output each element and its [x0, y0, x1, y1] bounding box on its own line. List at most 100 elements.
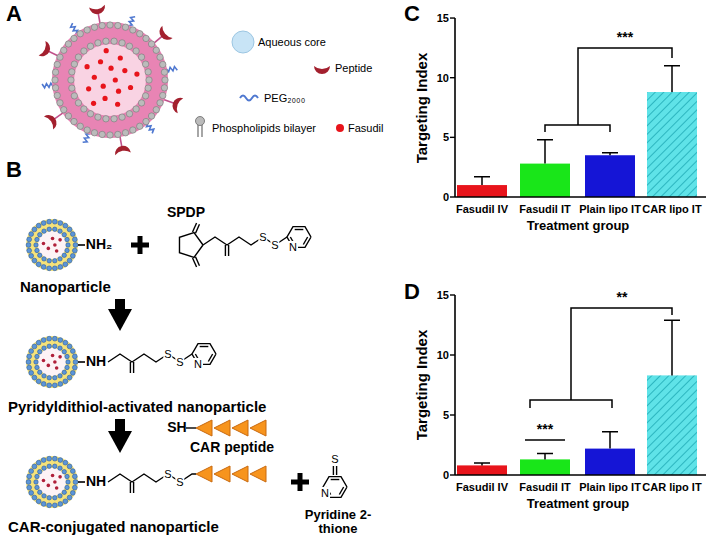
lipid-head: [133, 48, 139, 54]
lipid-head: [47, 344, 51, 348]
tick-mark: [450, 414, 455, 415]
error-bar: [537, 453, 553, 459]
legend-swatch: [336, 124, 344, 132]
lipid-head: [72, 248, 77, 253]
category-label: Fasudil IV: [456, 203, 508, 215]
drug-dot: [42, 242, 46, 246]
panel-letter: D: [404, 280, 420, 304]
lipid-head: [66, 480, 70, 484]
tick-mark: [450, 137, 455, 138]
lipid-head: [35, 485, 39, 489]
legend-label: PEG₂₀₀₀: [264, 92, 305, 104]
lipid-head: [62, 470, 66, 474]
tick-mark: [450, 196, 455, 197]
lipid-head: [66, 243, 70, 247]
legend-label: Peptide: [335, 62, 372, 74]
bond: [78, 481, 85, 483]
bar: [457, 185, 507, 197]
plus-sign: [131, 236, 149, 254]
drug-dot: [53, 243, 57, 247]
drug-dot: [98, 59, 103, 64]
bar-chart: [450, 295, 706, 475]
lipid-head: [47, 336, 52, 341]
significance-mark: **: [617, 290, 628, 305]
significance-bracket: [530, 400, 612, 408]
tick-mark: [450, 294, 455, 295]
lipid-head: [47, 376, 51, 380]
lipid-head: [138, 100, 144, 106]
lipid-head: [47, 259, 51, 263]
aqueous-core: [38, 468, 66, 496]
lipid-head: [35, 474, 39, 478]
lipid-head: [84, 127, 90, 133]
lipid-head: [47, 219, 52, 224]
stage-label: Pyridyldithiol-activated nanoparticle: [8, 398, 294, 416]
lipid-head: [153, 47, 159, 53]
peptide-symbol: [39, 41, 53, 59]
error-bar: [474, 463, 490, 465]
peptide-symbol: [156, 26, 172, 43]
lipid-head: [72, 237, 77, 242]
lipid-head: [35, 237, 39, 241]
lipid-head: [67, 227, 72, 232]
tick-label: 0: [443, 191, 449, 203]
axis-title: Treatment group: [527, 219, 630, 233]
aqueous-core: [38, 231, 66, 259]
lipid-head: [160, 61, 166, 67]
lipid-head: [99, 131, 105, 137]
axis-title: Treatment group: [527, 497, 630, 511]
peptide-triangle: [214, 420, 230, 436]
bond: [331, 479, 340, 480]
lipid-head: [63, 262, 68, 267]
lipid-head: [73, 360, 78, 365]
tick-label: 10: [437, 72, 449, 84]
stage-node: Pyridyldithiol-activated nanoparticle: [4, 334, 294, 416]
lipid-head: [133, 106, 139, 112]
peg-chain: [42, 83, 53, 88]
stage-node: Nanoparticle: [8, 216, 138, 296]
lipid-head: [63, 223, 68, 228]
lipid-head: [153, 107, 159, 113]
lipid-head: [142, 93, 148, 99]
bond: [179, 233, 203, 258]
peg-icon: [240, 96, 258, 101]
drug-dot: [84, 64, 89, 69]
atom-label: N: [320, 487, 330, 499]
lipid-head: [42, 494, 46, 498]
peptide-triangle: [214, 466, 230, 482]
lipid-head: [58, 229, 62, 233]
lipid-head: [61, 47, 67, 53]
axis-title: Targeting Index: [414, 330, 431, 441]
thiol-label: SH: [167, 420, 186, 435]
lipid-head: [95, 40, 101, 46]
legend-swatch: [232, 31, 254, 53]
lipid-head: [65, 474, 69, 478]
lipid-head: [70, 491, 75, 496]
lipid-head: [111, 116, 117, 122]
lipid-head: [41, 502, 46, 507]
bond: [186, 427, 196, 428]
lipid-head: [27, 474, 32, 479]
lipid-head: [47, 456, 52, 461]
lipid-head: [52, 266, 57, 271]
lipid-head: [99, 22, 105, 28]
lipid-head: [42, 374, 46, 378]
drug-dot: [118, 55, 123, 60]
lipid-head: [47, 383, 52, 388]
lipid-head: [70, 371, 75, 376]
lipid-head: [36, 262, 41, 267]
lipid-head: [29, 491, 34, 496]
lipid-head: [29, 371, 34, 376]
bar: [585, 449, 635, 475]
lipid-head: [148, 113, 154, 119]
lipid-head: [32, 227, 37, 232]
bar: [585, 155, 635, 197]
byproduct-name: Pyridine 2-thione: [293, 508, 383, 537]
category-label: Plain lipo IT: [579, 203, 641, 215]
lipid-head: [53, 496, 57, 500]
lipid-head: [63, 499, 68, 504]
drug-dot: [47, 247, 51, 251]
plus-sign: [291, 473, 309, 491]
drug-dot: [58, 355, 62, 359]
peptide-symbol: [114, 145, 131, 156]
